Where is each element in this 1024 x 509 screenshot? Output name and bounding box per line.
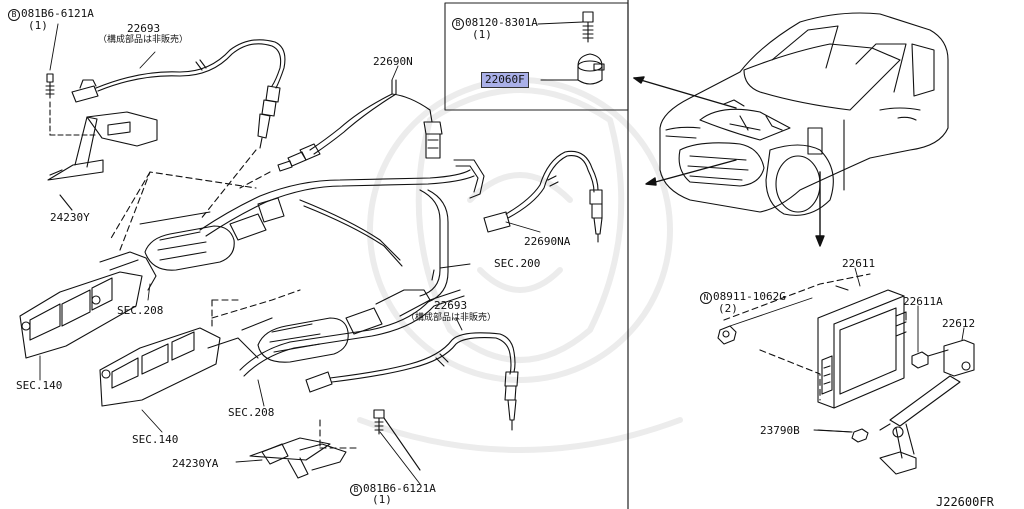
bolt-prefix-circle: B bbox=[350, 484, 362, 496]
exhaust-manifold-upper bbox=[19, 251, 157, 359]
leader-lines bbox=[39, 21, 965, 485]
nut-qty: (2) bbox=[718, 302, 738, 315]
bolt-code: 08120-8301A bbox=[465, 16, 538, 29]
part-23790b: 23790B bbox=[760, 424, 800, 437]
sensor-22693-top bbox=[71, 39, 286, 221]
part-22612: 22612 bbox=[942, 317, 976, 330]
car-illustration bbox=[659, 12, 949, 216]
part-24230y: 24230Y bbox=[50, 211, 90, 224]
sensor-22690na bbox=[483, 150, 603, 243]
bolt-qty-bottom: (1) bbox=[372, 493, 392, 506]
part-22693-top: 22693 bbox=[127, 22, 161, 35]
part-22690n: 22690N bbox=[373, 55, 413, 68]
front-tube-lower bbox=[207, 269, 465, 377]
ecm-unit bbox=[817, 285, 907, 409]
knock-bolt-qty: (1) bbox=[472, 28, 492, 41]
sec-140-upper: SEC.140 bbox=[16, 379, 63, 392]
part-22693-bottom: 22693 bbox=[434, 299, 468, 312]
sec-140-lower: SEC.140 bbox=[132, 433, 179, 446]
knock-sensor-detail bbox=[540, 11, 605, 85]
sec-208-lower: SEC.208 bbox=[228, 406, 275, 419]
top-bolt-24230y bbox=[45, 73, 96, 136]
assembly-outlines bbox=[109, 171, 301, 319]
part-22690na: 22690NA bbox=[524, 235, 571, 248]
bolt-code: 081B6-6121A bbox=[21, 7, 94, 20]
part-24230ya: 24230YA bbox=[172, 457, 219, 470]
bracket-24230ya bbox=[249, 409, 421, 479]
note-22693-bottom: （構成部品は非販売） bbox=[406, 313, 497, 323]
bolt-prefix-circle: B bbox=[452, 18, 464, 30]
ecm-bracket-parts bbox=[717, 325, 975, 475]
nut-prefix-circle: N bbox=[700, 292, 712, 304]
sensor-22693-bottom bbox=[305, 332, 519, 431]
nut-code: 08911-1062G bbox=[713, 290, 786, 303]
note-22693-top: （構成部品は非販売） bbox=[98, 35, 189, 45]
ecm-outlines bbox=[723, 273, 871, 401]
diagram-id: J22600FR bbox=[936, 495, 994, 509]
part-22060f-highlight[interactable]: 22060F bbox=[481, 72, 529, 88]
bolt-code: 081B6-6121A bbox=[363, 482, 436, 495]
sec-208-upper: SEC.208 bbox=[117, 304, 164, 317]
part-22611a: 22611A bbox=[903, 295, 943, 308]
front-tube-upper bbox=[144, 159, 485, 303]
sensor-22690n bbox=[239, 79, 443, 189]
part-22611: 22611 bbox=[842, 257, 876, 270]
bracket-24230y bbox=[47, 111, 158, 181]
exhaust-manifold-lower bbox=[99, 327, 221, 407]
sec-200-label: SEC.200 bbox=[494, 257, 541, 270]
bolt-qty-top: (1) bbox=[28, 19, 48, 32]
bolt-prefix-circle: B bbox=[8, 9, 20, 21]
